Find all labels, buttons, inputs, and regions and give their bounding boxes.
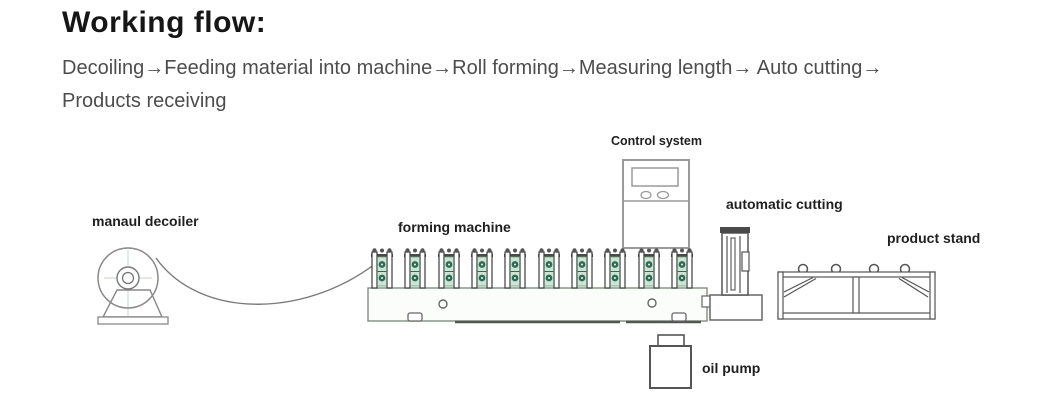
control-system-drawing [622, 159, 690, 249]
product-stand-label: product stand [887, 230, 981, 246]
forming-machine-label: forming machine [398, 219, 511, 235]
automatic-cutting-label: automatic cutting [726, 196, 843, 212]
forming-machine-drawing [367, 247, 708, 324]
workflow-steps: Decoiling→Feeding material into machine→… [62, 52, 882, 118]
decoiler-drawing [97, 247, 169, 325]
control-system-label: Control system [611, 134, 702, 148]
oil-pump-drawing [649, 334, 692, 389]
page-title: Working flow: [62, 6, 267, 39]
decoiler-label: manaul decoiler [92, 213, 199, 229]
product-stand-drawing [777, 263, 936, 320]
workflow-steps-line1: Decoiling→Feeding material into machine→… [62, 57, 883, 79]
automatic-cutting-drawing [701, 227, 763, 321]
oil-pump-label: oil pump [702, 360, 761, 376]
roller-stands-row [370, 247, 694, 289]
workflow-steps-line2: Products receiving [62, 90, 227, 112]
steel-strip-curve [155, 255, 386, 305]
